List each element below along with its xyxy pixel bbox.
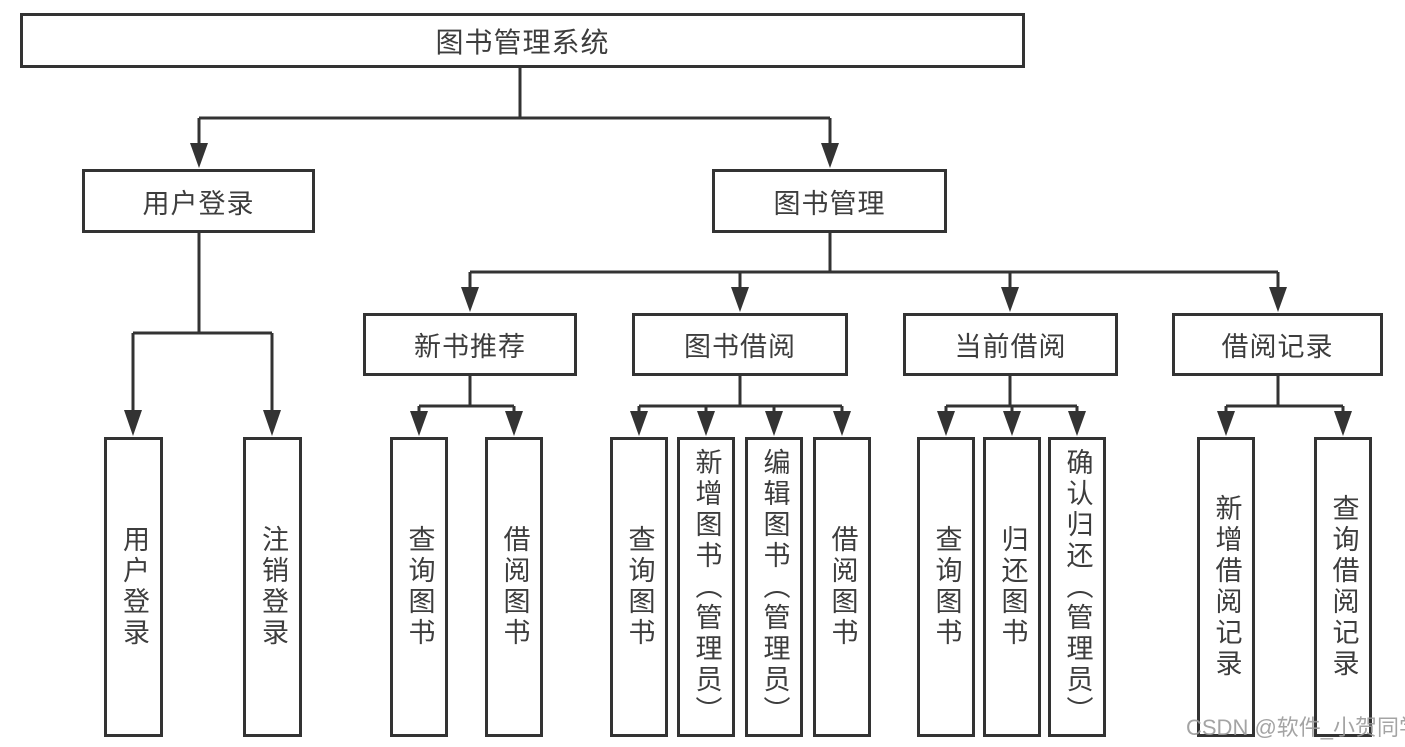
leaf-user-login-label: 用户登录 [119,525,149,649]
arrowhead [410,411,428,436]
leaf-borrow-book-1: 借阅图书 [485,437,543,737]
leaf-confirm-return-admin-label: 确认归还（管理员） [1062,447,1093,727]
leaf-user-login: 用户登录 [104,437,163,737]
leaf-edit-book-admin: 编辑图书（管理员） [745,437,803,737]
arrowhead [190,143,208,168]
connector-root-to-level2 [190,68,839,168]
connector-line [417,376,516,412]
connector-line [1224,376,1345,412]
leaf-logout-label: 注销登录 [258,525,288,649]
node-new-book-recommend-label: 新书推荐 [414,332,526,362]
node-book-borrow: 图书借阅 [632,313,848,376]
arrowhead [731,287,749,312]
leaf-borrow-book-1-label: 借阅图书 [499,525,530,649]
connector-user-login-to-leaves [124,233,281,436]
connector-line [637,376,844,412]
arrowhead [833,411,851,436]
leaf-add-borrow-record: 新增借阅记录 [1197,437,1255,737]
node-borrow-record: 借阅记录 [1172,313,1383,376]
arrowhead [461,287,479,312]
node-user-login-label: 用户登录 [142,188,255,219]
arrowhead [263,410,281,436]
arrowhead [1334,411,1352,436]
connector-new-book-recommend-to-leaves [410,376,523,436]
node-user-login: 用户登录 [82,169,315,233]
leaf-query-book-1: 查询图书 [390,437,448,737]
leaf-query-book-3: 查询图书 [917,437,975,737]
leaf-return-book-label: 归还图书 [997,525,1028,649]
connector-borrow-record-to-leaves [1217,376,1352,436]
arrowhead [765,411,783,436]
leaf-logout: 注销登录 [243,437,302,737]
arrowhead [697,411,715,436]
node-current-borrow: 当前借阅 [903,313,1118,376]
arrowhead [821,143,839,168]
leaf-borrow-book-2: 借阅图书 [813,437,871,737]
leaf-query-book-2: 查询图书 [610,437,668,737]
connector-current-borrow-to-leaves [937,376,1086,436]
leaf-borrow-book-2-label: 借阅图书 [827,525,858,649]
node-library-system-label: 图书管理系统 [435,26,610,58]
node-borrow-record-label: 借阅记录 [1221,332,1334,362]
leaf-confirm-return-admin: 确认归还（管理员） [1048,437,1106,737]
leaf-query-book-1-label: 查询图书 [404,525,435,649]
leaf-add-book-admin: 新增图书（管理员） [677,437,735,737]
connector-line [131,233,274,410]
node-book-management: 图书管理 [712,169,947,233]
connector-book-borrow-to-leaves [630,376,851,436]
leaf-query-book-3-label: 查询图书 [931,525,962,649]
connector-line [468,233,1280,288]
node-current-borrow-label: 当前借阅 [954,332,1067,362]
leaf-add-borrow-record-label: 新增借阅记录 [1211,494,1242,680]
node-book-borrow-label: 图书借阅 [684,332,796,362]
arrowhead [505,411,523,436]
connector-line [944,376,1079,412]
leaf-query-borrow-record: 查询借阅记录 [1314,437,1372,737]
node-book-management-label: 图书管理 [773,188,886,219]
node-new-book-recommend: 新书推荐 [363,313,577,376]
arrowhead [1269,287,1287,312]
leaf-query-book-2-label: 查询图书 [624,525,655,649]
connector-line [197,68,832,144]
arrowhead [1068,411,1086,436]
arrowhead [630,411,648,436]
arrowhead [124,410,142,436]
leaf-edit-book-admin-label: 编辑图书（管理员） [759,447,790,727]
arrowhead [937,411,955,436]
csdn-watermark: CSDN @软件_小贺同学 [1186,715,1405,740]
arrowhead [1001,287,1019,312]
leaf-query-borrow-record-label: 查询借阅记录 [1328,494,1359,680]
connector-book-management-to-level3 [461,233,1287,312]
leaf-return-book: 归还图书 [983,437,1041,737]
arrowhead [1003,411,1021,436]
node-library-system: 图书管理系统 [20,13,1025,68]
leaf-add-book-admin-label: 新增图书（管理员） [691,447,722,727]
arrowhead [1217,411,1235,436]
